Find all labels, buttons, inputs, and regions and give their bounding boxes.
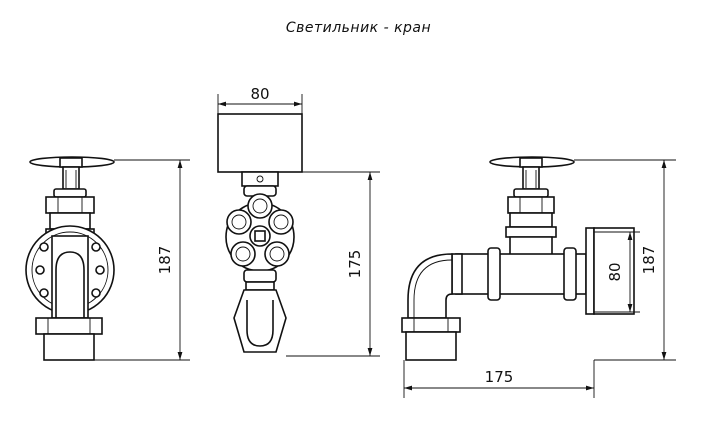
right-side-view: 80 187 175 [401, 156, 676, 398]
left-side-view: 187 [25, 156, 190, 361]
drawing-title: Светильник - кран [285, 20, 432, 36]
dim-right-length: 175 [485, 368, 514, 386]
dim-right-plate: 80 [606, 262, 624, 281]
dim-right-height: 187 [640, 246, 658, 275]
front-view: 80 [217, 85, 380, 357]
dim-front-width: 80 [250, 85, 269, 103]
dim-front-height: 175 [346, 250, 364, 279]
dim-left-height: 187 [156, 246, 174, 275]
